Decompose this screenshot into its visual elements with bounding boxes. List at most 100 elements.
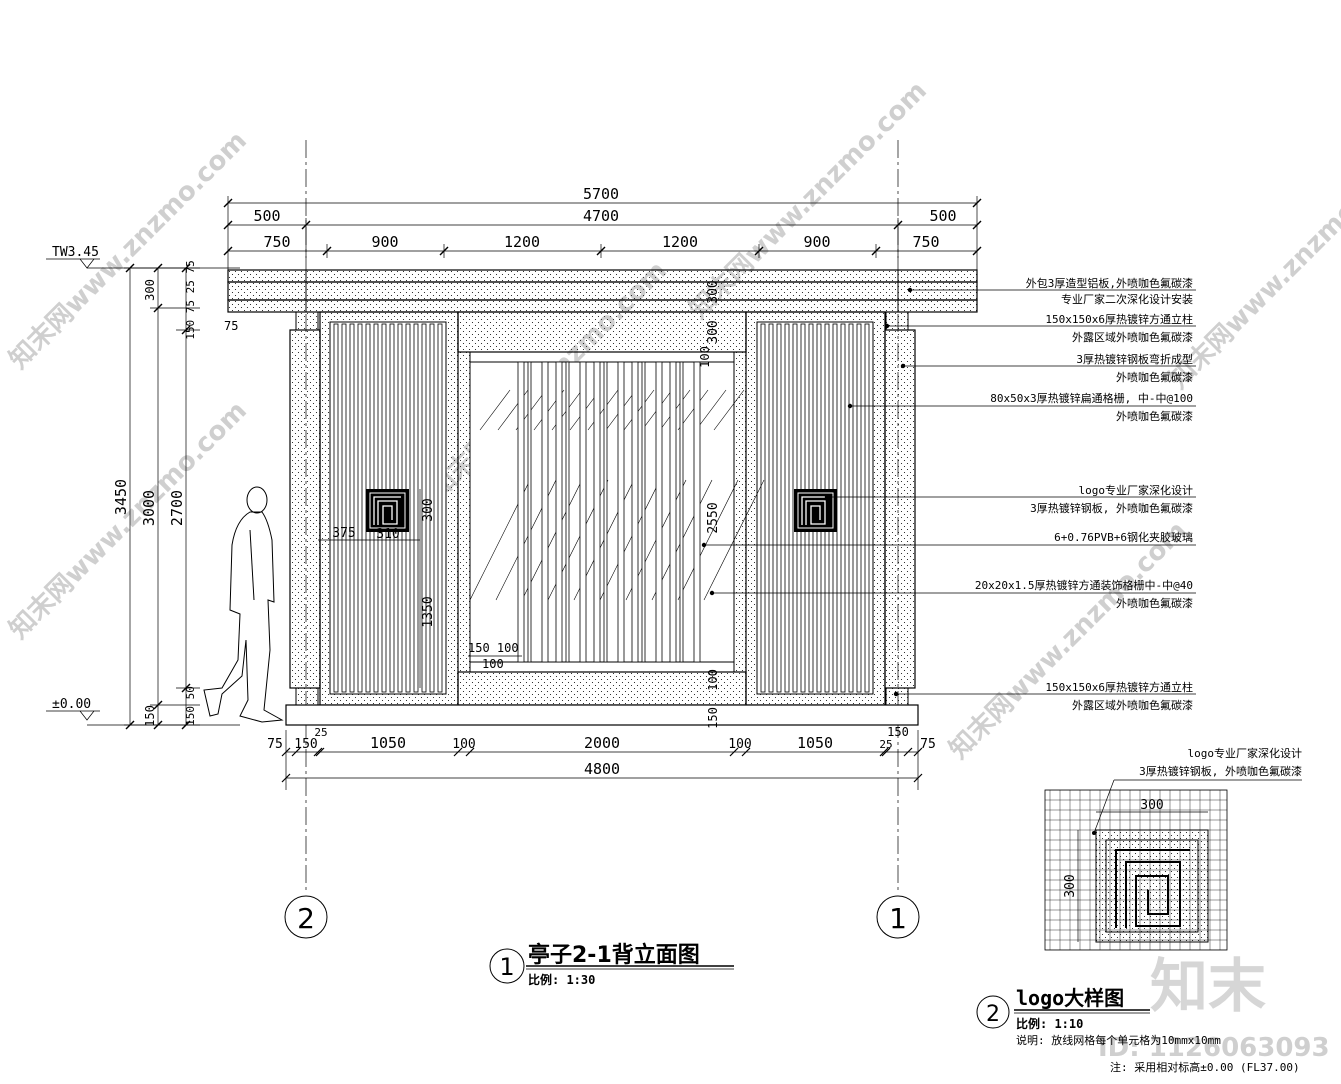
top-dimensions: 5700 4700 500 500 750 900 1200 1200 900 … [223,185,982,270]
dim-150-100: 150 100 [468,641,519,655]
decorative-grille-bar [565,361,570,663]
grille-bar [349,323,355,693]
dim-bay: 1200 [504,233,540,251]
dim-seg: 25 [314,726,327,739]
title-number: 1 [499,953,514,981]
watermark-text: 知末网www.znzmo.com [4,396,253,645]
grille-bar [768,323,774,693]
grille-bar [333,323,339,693]
drawing-title: 亭子2-1背立面图 [528,942,700,968]
annotation: 3厚热镀锌钢板, 外喷咖色氟碳漆 [1030,501,1193,515]
decorative-grille-bar [579,361,587,663]
glass-hatch-line [713,389,745,431]
decorative-grille-bar [541,361,549,663]
watermark-brand: 知末 [1150,952,1266,1020]
left-dimensions: TW3.45 ±0.00 3450 3000 300 150 2700 150 … [46,245,240,730]
level-top-label: TW3.45 [52,245,99,260]
dim-bay: 900 [803,233,830,251]
dim-75: 75 [224,319,238,333]
logo-detail-number: 2 [986,1002,1000,1027]
dim-logo-375: 375 [332,526,355,541]
grille-bar [776,323,782,693]
dim-100b: 100 [706,669,720,691]
annotation: 150x150x6厚热镀锌方通立柱 [1045,312,1193,326]
dim-bay: 900 [371,233,398,251]
level-base-label: ±0.00 [52,697,91,712]
dim-overall-5700: 5700 [583,185,619,203]
glass-hatch-line [599,479,661,601]
dim-2700: 2700 [168,490,186,526]
dim-3000: 3000 [140,490,158,526]
annotation: 20x20x1.5厚热镀锌方通装饰格栅中-中@40 [975,578,1193,592]
glass-hatch-line [479,389,511,431]
annotation: 外喷咖色氟碳漆 [1116,409,1193,423]
dim-seg: 75 [920,737,936,752]
dim-150: 150 [706,707,720,729]
grille-bar [760,323,766,693]
dim-overhang-right: 500 [929,207,956,225]
axis-left-label: 2 [297,902,315,935]
dim-seg: 100 [728,737,751,752]
glass-hatch-line [521,479,583,601]
watermark-text: 知末网www.znzmo.com [944,516,1193,765]
logo-detail-desc: 说明: 放线网格每个单元格为10mmx10mm [1016,1033,1221,1047]
annotation: 外喷咖色氟碳漆 [1116,596,1193,610]
decorative-grille-bar [693,361,701,663]
annotation: 专业厂家二次深化设计安装 [1061,292,1193,306]
grille-bar [357,323,363,693]
decorative-grille-bar [517,361,525,663]
dim-logo-300: 300 [421,498,436,521]
dim-base-stack: 150 50 [184,686,197,726]
decorative-grille-bar [655,361,663,663]
drawing-title-block: 1 亭子2-1背立面图 比例: 1:30 [489,942,734,987]
logo-right [794,489,837,532]
annotation: 3厚热镀锌钢板弯折成型 [1076,352,1193,366]
human-scale-figure [203,486,284,723]
dim-bay: 750 [263,233,290,251]
decorative-grille-bar [669,361,677,663]
dim-seg: 2000 [584,734,620,752]
grille-bars-center [517,361,701,663]
bottom-dimensions: 75 150 25 1050 100 2000 100 1050 25 150 … [267,725,936,790]
dim-1350: 1350 [421,596,436,627]
dim-300: 300 [143,279,157,301]
annotation: 外包3厚造型铝板,外喷咖色氟碳漆 [1026,276,1193,290]
annotation: 150x150x6厚热镀锌方通立柱 [1045,680,1193,694]
dim-100c: 100 [482,657,504,671]
logo-detail-dim-w: 300 [1140,798,1163,813]
dim-logo-310: 310 [376,527,399,542]
grille-bar [429,323,435,693]
grille-bar [437,323,443,693]
logo-detail-note1: logo专业厂家深化设计 [1188,746,1303,760]
dim-seg: 75 [267,737,283,752]
decorative-grille-bar [603,361,608,663]
watermark-id: ID: 1126063093 [1098,1033,1330,1063]
annotation: 外露区域外喷咖色氟碳漆 [1072,330,1193,344]
dim-seg: 150 [887,725,909,739]
dim-middle-4700: 4700 [583,207,619,225]
dim-150: 150 [143,705,157,727]
glass-hatch-line [695,389,727,431]
dim-2550: 2550 [706,502,721,533]
dim-seg: 1050 [370,734,406,752]
dim-bay: 1200 [662,233,698,251]
decorative-grille-bar [555,361,563,663]
glass-hatch-line [677,479,739,601]
axis-right-label: 1 [889,902,907,935]
decorative-grille-bar [593,361,601,663]
decorative-grille-bar [631,361,639,663]
dim-seg: 1050 [797,734,833,752]
annotation: logo专业厂家深化设计 [1079,483,1194,497]
grille-bar [784,323,790,693]
annotation: 外露区域外喷咖色氟碳漆 [1072,698,1193,712]
glass-hatch-line [623,389,655,431]
decorative-grille-bar [679,361,684,663]
dim-overall-4800: 4800 [584,760,620,778]
logo-detail-scale: 比例: 1:10 [1016,1016,1083,1031]
annotation-texts: 外包3厚造型铝板,外喷咖色氟碳漆 专业厂家二次深化设计安装 150x150x6厚… [975,276,1193,712]
grille-bar [840,323,846,693]
inner-dimensions: 300 300 100 2550 100 150 300 375 310 135… [318,280,721,729]
logo-detail-dim-h: 300 [1063,874,1078,897]
annotation-leaders [701,287,1196,697]
